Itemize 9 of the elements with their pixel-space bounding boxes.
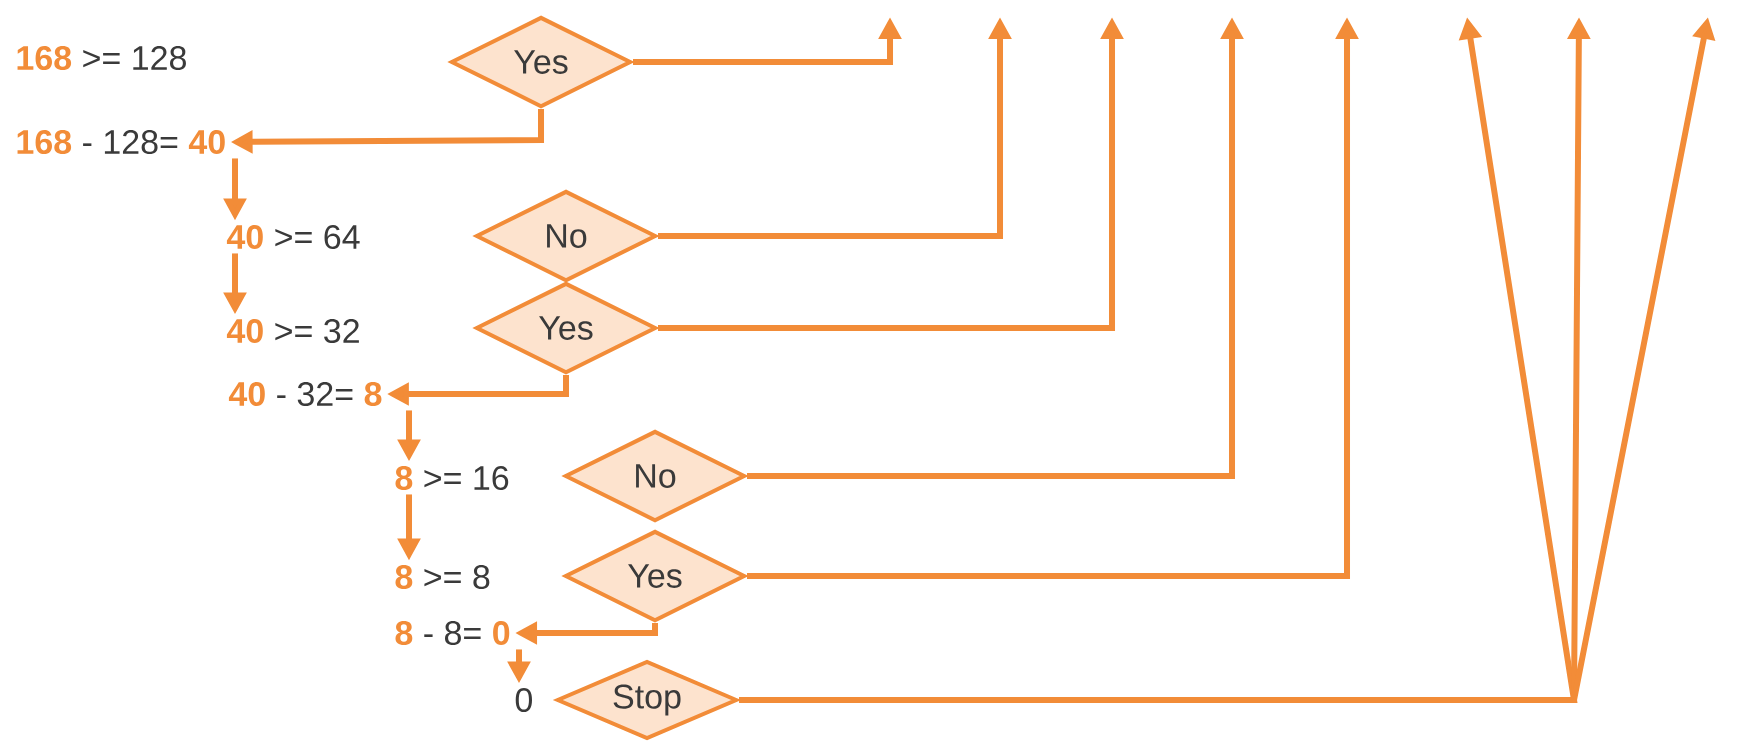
formula-text: 168 - 128= 40 xyxy=(17,129,225,155)
formula-text: 8 - 8= 0 xyxy=(395,620,510,646)
formula-text: 168 >= 128 xyxy=(17,45,186,71)
formula-text: 8 >= 16 xyxy=(395,465,509,491)
formula-text: 8 >= 8 xyxy=(395,564,490,590)
formula-text: 0 xyxy=(515,687,532,713)
formula-text: 40 - 32= 8 xyxy=(228,381,382,407)
formula-text: 40 >= 64 xyxy=(226,224,360,250)
formula-text: 40 >= 32 xyxy=(226,318,359,344)
